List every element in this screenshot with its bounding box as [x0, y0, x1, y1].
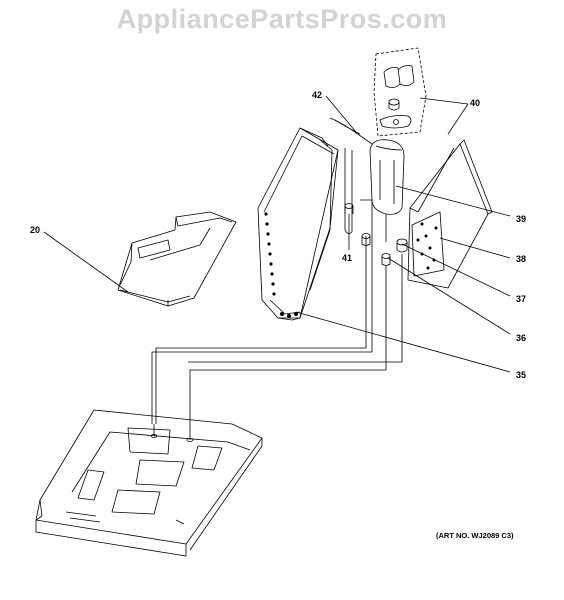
part-38-panel — [407, 139, 493, 289]
part-35-coil — [257, 127, 339, 321]
part-40-kit-box — [373, 47, 427, 137]
base-pan — [35, 409, 263, 557]
callout-41: 41 — [342, 253, 352, 263]
part-35-fin-holes — [264, 212, 298, 318]
callout-39: 39 — [516, 214, 526, 224]
part-39-accumulator — [369, 139, 405, 242]
part-41-fitting — [344, 203, 354, 214]
callout-leaders — [43, 95, 511, 373]
part-42-tube — [329, 117, 373, 240]
callout-42: 42 — [312, 90, 322, 100]
part-40-valve-parts — [379, 65, 415, 129]
art-number: (ART NO. WJ2089 C3) — [436, 531, 514, 540]
callout-37: 37 — [516, 294, 526, 304]
part-36-fitting — [381, 253, 391, 266]
base-connection-lines — [151, 236, 403, 426]
callout-38: 38 — [516, 254, 526, 264]
callout-35: 35 — [516, 370, 526, 380]
callout-20: 20 — [30, 225, 40, 235]
part-20-bracket — [117, 211, 237, 307]
part-37-fitting — [396, 238, 408, 253]
watermark-text: AppliancePartsPros.com — [116, 4, 448, 34]
callout-36: 36 — [516, 333, 526, 343]
callout-40: 40 — [470, 98, 480, 108]
part-38-holes — [416, 222, 438, 270]
